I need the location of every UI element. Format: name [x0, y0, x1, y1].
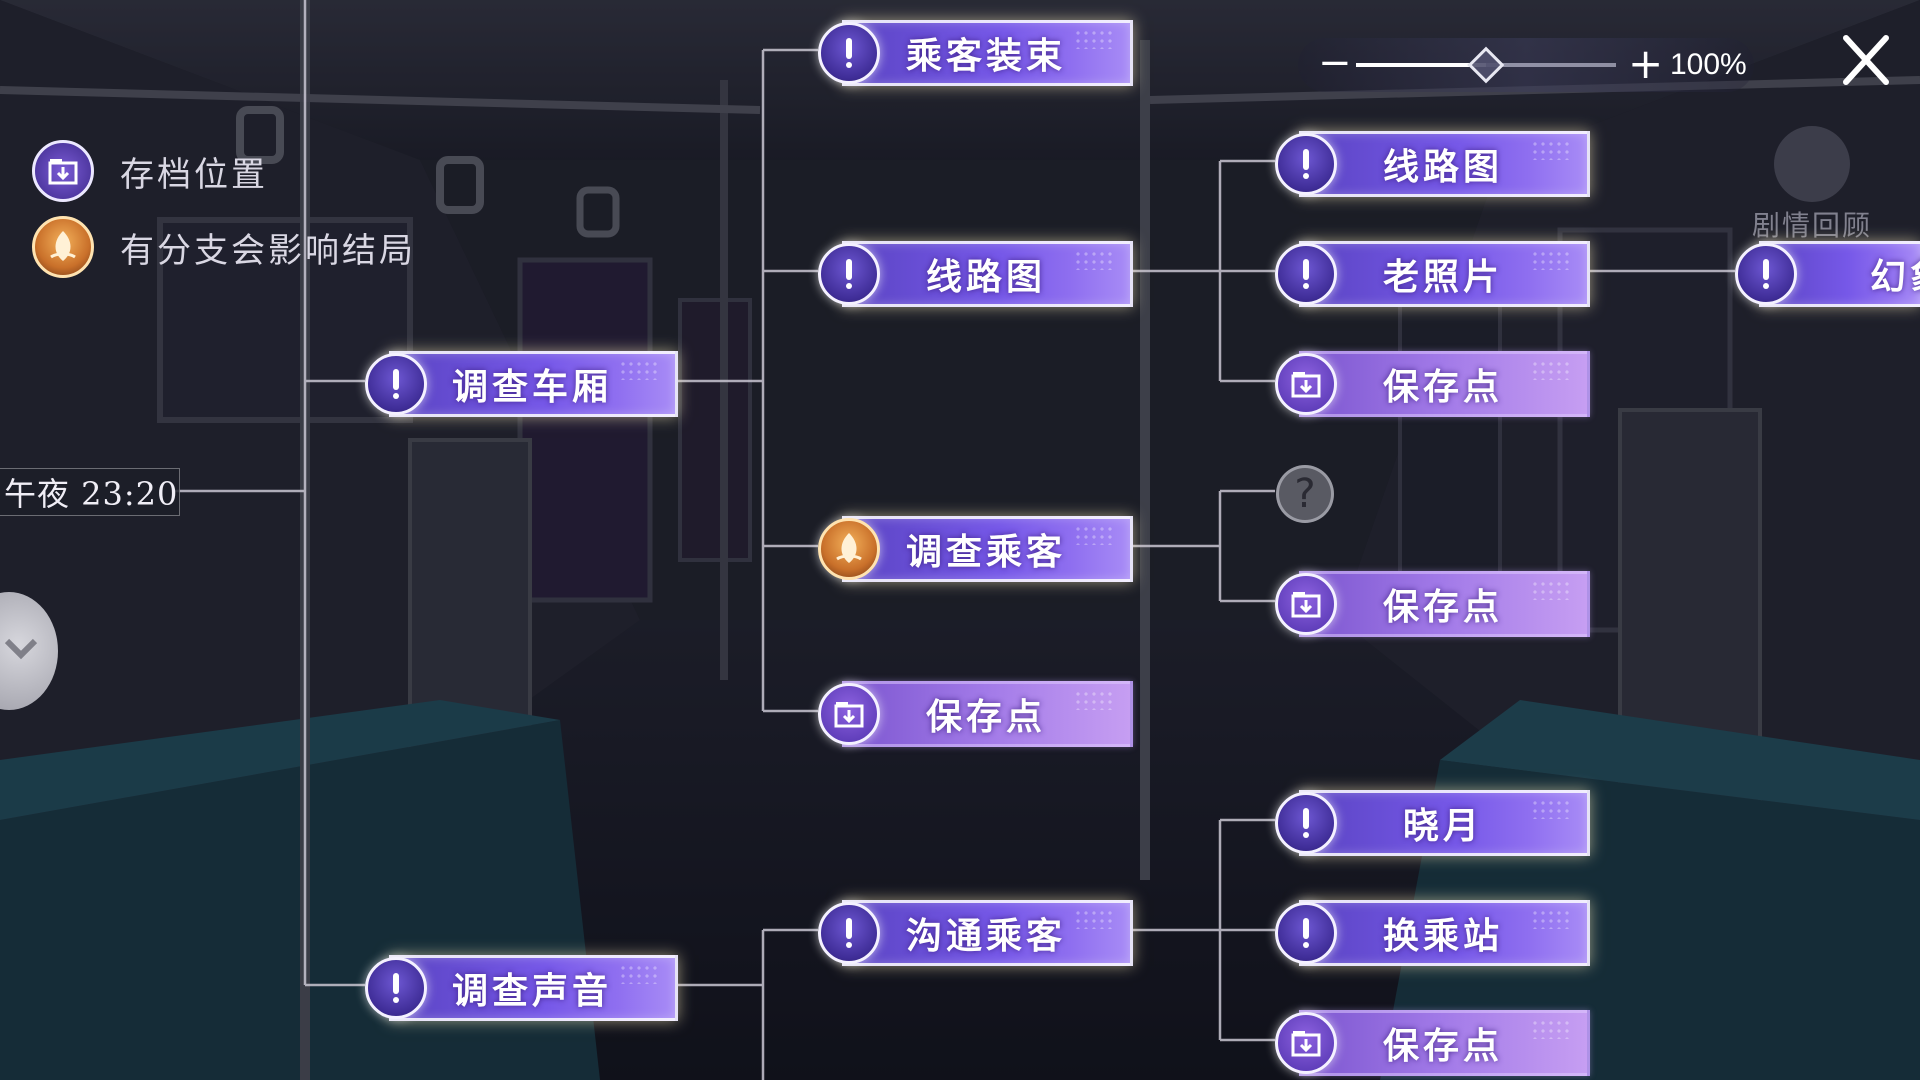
event-exclamation-icon [1275, 792, 1337, 854]
close-button[interactable]: X [1836, 30, 1896, 90]
legend-save-label: 存档位置 [120, 154, 268, 195]
node-transfer-station[interactable]: 换乘站 [1275, 900, 1590, 966]
save-folder-icon [1275, 353, 1337, 415]
node-save-point-3[interactable]: 保存点 [1275, 571, 1590, 637]
node-label: 调查声音 [451, 970, 612, 1012]
node-passenger-outfit[interactable]: 乘客装束 [818, 20, 1133, 86]
event-exclamation-icon [365, 353, 427, 415]
story-review-label: 剧情回顾 [1752, 209, 1873, 242]
node-label: 调查乘客 [905, 531, 1066, 573]
node-route-map-1[interactable]: 线路图 [818, 241, 1133, 307]
close-icon: X [1843, 35, 1889, 85]
node-investigate-passenger[interactable]: 调查乘客 [818, 516, 1133, 582]
save-folder-icon [818, 683, 880, 745]
zoom-slider-thumb[interactable] [1467, 46, 1505, 84]
zoom-in-button[interactable]: + [1628, 39, 1664, 88]
event-exclamation-icon [1275, 133, 1337, 195]
node-label: 保存点 [1382, 586, 1503, 628]
time-label: 午夜 23:20 [0, 468, 180, 516]
node-label: 保存点 [1382, 366, 1503, 408]
event-exclamation-icon [1275, 243, 1337, 305]
chevron-down-icon [4, 638, 38, 660]
node-save-point-4[interactable]: 保存点 [1275, 1010, 1590, 1076]
node-label: 老照片 [1382, 256, 1503, 298]
node-label: 调查车厢 [451, 366, 612, 408]
save-folder-icon [1275, 573, 1337, 635]
node-label: 幻象 [1869, 256, 1920, 298]
event-exclamation-icon [818, 22, 880, 84]
zoom-control: − + 100% [1298, 38, 1754, 92]
node-label: 线路图 [1382, 146, 1503, 188]
branch-leaf-icon [32, 216, 94, 278]
unknown-node-question-icon: ? [1276, 465, 1334, 523]
event-exclamation-icon [818, 902, 880, 964]
legend-branch-label: 有分支会影响结局 [120, 230, 416, 271]
node-save-point-1[interactable]: 保存点 [818, 681, 1133, 747]
node-dawn-moon[interactable]: 晓月 [1275, 790, 1590, 856]
node-label: 晓月 [1402, 805, 1483, 847]
node-label: 保存点 [925, 696, 1046, 738]
node-label: 线路图 [925, 256, 1046, 298]
save-folder-icon [32, 140, 94, 202]
event-exclamation-icon [1735, 243, 1797, 305]
event-exclamation-icon [1275, 902, 1337, 964]
node-label: 沟通乘客 [905, 915, 1066, 957]
node-old-photo[interactable]: 老照片 [1275, 241, 1590, 307]
node-label: 乘客装束 [905, 35, 1066, 77]
event-exclamation-icon [818, 243, 880, 305]
zoom-slider-fill [1356, 63, 1486, 67]
story-review-button[interactable]: 剧情回顾 [1752, 126, 1872, 242]
event-exclamation-icon [365, 957, 427, 1019]
node-talk-passenger[interactable]: 沟通乘客 [818, 900, 1133, 966]
zoom-out-button[interactable]: − [1318, 40, 1352, 86]
node-investigate-car[interactable]: 调查车厢 [365, 351, 678, 417]
node-route-map-2[interactable]: 线路图 [1275, 131, 1590, 197]
node-label: 换乘站 [1382, 915, 1503, 957]
node-save-point-2[interactable]: 保存点 [1275, 351, 1590, 417]
branch-leaf-icon [818, 518, 880, 580]
zoom-percent: 100% [1670, 48, 1747, 81]
node-illusion[interactable]: 幻象 [1735, 241, 1920, 307]
zoom-slider-track[interactable] [1356, 46, 1616, 84]
story-review-icon [1774, 126, 1850, 202]
legend-branch: 有分支会影响结局 [32, 216, 416, 278]
save-folder-icon [1275, 1012, 1337, 1074]
legend-save-location: 存档位置 [32, 140, 268, 202]
node-investigate-sound[interactable]: 调查声音 [365, 955, 678, 1021]
node-label: 保存点 [1382, 1025, 1503, 1067]
